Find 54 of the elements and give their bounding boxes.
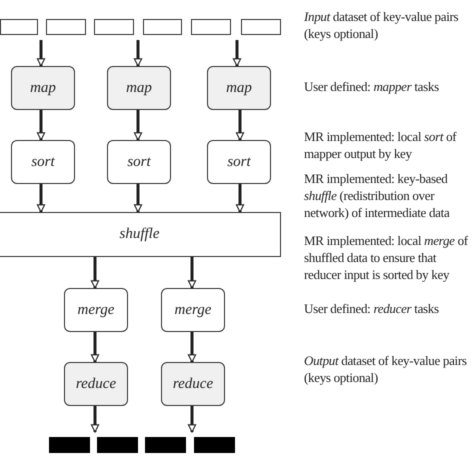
- arrow: [36, 184, 46, 213]
- task-box: [107, 66, 171, 110]
- task-box: [64, 362, 128, 406]
- task-box: [161, 362, 225, 406]
- node-label: reduce: [172, 374, 214, 394]
- task-box: [11, 66, 75, 110]
- step-description: User defined: mapper tasks: [304, 78, 440, 95]
- arrow: [36, 110, 46, 141]
- process-box: [64, 288, 128, 332]
- arrow: [236, 110, 244, 141]
- arrow: [134, 40, 142, 67]
- node-label: map: [226, 78, 252, 98]
- node-label: shuffle: [120, 225, 160, 244]
- input-block: [46, 19, 86, 35]
- output-block: [194, 437, 235, 453]
- arrow: [134, 184, 142, 213]
- node-label: merge: [174, 300, 212, 320]
- arrow: [188, 257, 196, 289]
- arrow: [90, 257, 100, 289]
- step-description: MR implemented: key-based shuffle (redistribution over network) of intermediate data: [304, 170, 450, 221]
- output-block: [145, 437, 186, 453]
- input-block: [0, 19, 38, 35]
- input-block: [143, 19, 182, 35]
- arrow: [134, 110, 142, 141]
- arrow: [188, 332, 196, 363]
- node-label: sort: [31, 152, 55, 172]
- shuffle-band: [0, 212, 281, 257]
- arrow: [36, 40, 46, 67]
- process-box: [107, 140, 171, 184]
- step-description: Output dataset of key-value pairs (keys optional): [304, 352, 468, 386]
- node-label: map: [30, 78, 56, 98]
- arrow: [90, 406, 100, 433]
- node-label: map: [126, 78, 152, 98]
- node-label: sort: [227, 152, 251, 172]
- step-description: User defined: reducer tasks: [304, 300, 440, 317]
- node-label: sort: [127, 152, 151, 172]
- node-label: merge: [78, 300, 114, 320]
- arrow: [188, 406, 196, 433]
- process-box: [207, 140, 271, 184]
- output-block: [49, 437, 90, 453]
- process-box: [11, 140, 75, 184]
- input-block: [94, 19, 134, 35]
- step-description: MR implemented: local sort of mapper output by key: [304, 128, 458, 162]
- node-label: reduce: [76, 374, 116, 394]
- arrow: [232, 40, 242, 67]
- arrow: [236, 184, 244, 213]
- task-box: [207, 66, 271, 110]
- input-block: [241, 19, 281, 35]
- step-description: MR implemented: local merge of shuffled data to ensure that reducer input is sorted by key: [304, 232, 470, 283]
- step-description: Input dataset of key-value pairs (keys optional): [304, 8, 460, 42]
- process-box: [161, 288, 225, 332]
- arrow: [90, 332, 100, 363]
- output-block: [97, 437, 138, 453]
- input-block: [191, 19, 231, 35]
